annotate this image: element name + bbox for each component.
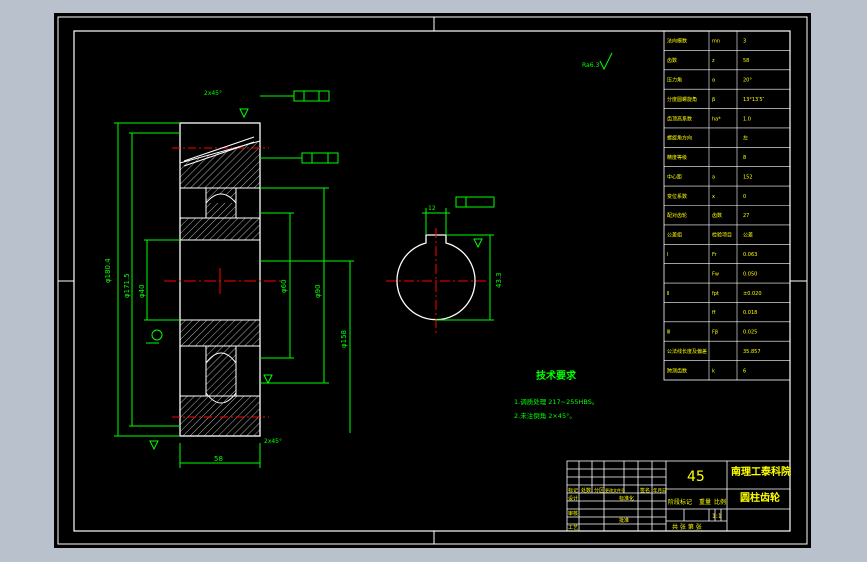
gear-table-label: 配对齿轮: [667, 212, 687, 219]
stage-label: 阶段标记: [668, 498, 692, 506]
gear-table-symbol: z: [712, 58, 715, 64]
rev-sign: 签名: [640, 487, 650, 494]
gear-table-symbol: a: [712, 174, 715, 180]
tech-req-item-1: 1.调质处理 217~255HBS。: [514, 397, 598, 406]
scale-label: 比例: [714, 498, 726, 506]
gear-table-value: 20°: [743, 77, 752, 83]
dim-web: φ90: [314, 284, 322, 298]
gear-section-view: [164, 122, 284, 437]
gear-table-value: 左: [743, 135, 748, 142]
gear-table-label: 精度等级: [667, 154, 687, 161]
default-roughness-symbol: [599, 52, 613, 71]
gear-table-symbol: α: [712, 77, 716, 83]
dim-d: φ171.5: [123, 273, 131, 298]
dim-bore: φ40: [138, 284, 146, 298]
dim-keyway-width: 12: [428, 205, 436, 212]
gear-table-label: 压力角: [667, 76, 682, 83]
dim-chamfer-top: 2x45°: [204, 90, 222, 97]
gear-table-value: 58: [743, 58, 749, 64]
row-design: 设计: [568, 495, 578, 502]
gear-table-value: 13°13′5″: [743, 97, 765, 103]
cad-drawing: φ180.4 φ171.5 φ40 φ60 φ90 φ158 58 2x45° …: [57, 16, 808, 545]
gear-table-value: 0.018: [743, 310, 757, 316]
row-review: 审核: [568, 510, 578, 517]
row-process: 工艺: [568, 525, 578, 531]
gear-table-symbol: Fw: [712, 271, 719, 277]
gear-table-label: 螺旋角方向: [667, 135, 692, 142]
school-name: 南理工泰科院: [731, 465, 791, 478]
dim-hub: φ60: [280, 279, 288, 293]
dim-df: φ158: [340, 330, 348, 348]
gear-table-label: 分度圆螺旋角: [667, 96, 697, 103]
default-roughness: Ra6.3: [582, 62, 599, 69]
gear-table-label: Ⅰ: [667, 252, 668, 258]
gear-table-symbol: 齿数: [712, 212, 722, 219]
sheet-count: 共 张 第 张: [672, 523, 702, 531]
dim-keyway-depth: 43.3: [495, 272, 503, 288]
gear-table-symbol: k: [712, 368, 715, 374]
gear-table-value: 0.025: [743, 330, 757, 336]
gear-parameter-table: 法向模数 mn 3 齿数 z 58 压力角 α 20° 分度圆螺旋角 β 13°13′5″ 齿顶高系数 h…: [663, 30, 791, 381]
gear-table-value: 152: [743, 174, 753, 180]
dim-chamfer-bottom: 2x45°: [264, 438, 282, 445]
gear-table-label: Ⅱ: [667, 291, 669, 297]
gear-table-label: 公法线长度及偏差: [667, 348, 707, 355]
gear-table-value: 35.857: [743, 349, 761, 355]
title-block: [566, 460, 791, 532]
gear-table-symbol: ha*: [712, 116, 721, 122]
gear-table-value: ±0.020: [743, 291, 762, 297]
gear-table-value: 1.0: [743, 116, 751, 122]
gear-table-label: 法向模数: [667, 38, 687, 45]
gear-table-value: 0.063: [743, 252, 757, 258]
standardization: 标准化: [619, 495, 634, 502]
approval: 批准: [619, 517, 629, 524]
gear-table-value: 0.050: [743, 271, 757, 277]
drawing-sheet: φ180.4 φ171.5 φ40 φ60 φ90 φ158 58 2x45° …: [54, 13, 811, 548]
gear-table-symbol: 检验项目: [712, 232, 732, 239]
gear-table-value: 3: [743, 39, 746, 45]
gear-table-value: 6: [743, 368, 746, 374]
gear-table-symbol: Fβ: [712, 330, 718, 336]
gear-table-value: 27: [743, 213, 749, 219]
rev-zone: 分区: [594, 487, 604, 494]
tech-req-title: 技术要求: [536, 369, 577, 382]
scale-value: 1:1: [712, 513, 722, 520]
gear-table-label: 齿顶高系数: [667, 115, 692, 122]
rev-date: 年月日: [653, 487, 667, 494]
gear-table-symbol: fpt: [712, 291, 719, 297]
gear-table-value: 8: [743, 155, 746, 161]
gear-table-symbol: x: [712, 194, 715, 200]
tech-req-item-2: 2.未注倒角 2×45°。: [514, 411, 576, 420]
gear-table-label: 公差组: [667, 232, 682, 239]
bore-end-view: [386, 196, 495, 333]
gear-table-label: 变位系数: [667, 193, 687, 200]
rev-mark: 标记: [568, 487, 578, 494]
part-name: 圆柱齿轮: [740, 491, 780, 504]
gear-table-symbol: Fr: [712, 252, 718, 258]
gear-table-label: 中心距: [667, 173, 682, 180]
material: 45: [687, 469, 705, 485]
rev-doc: 更改文件号: [605, 487, 625, 493]
gear-table-value: 0: [743, 194, 746, 200]
dim-da: φ180.4: [104, 258, 112, 283]
gear-table-symbol: β: [712, 97, 715, 103]
gear-table-value: 公差: [743, 232, 753, 239]
gear-table-symbol: mn: [712, 39, 720, 45]
dim-face-width: 58: [214, 455, 223, 463]
geometric-tolerance-frames: [149, 90, 339, 451]
gear-table-label: 跨测齿数: [667, 367, 687, 374]
gear-table-symbol: ff: [712, 310, 716, 316]
gear-table-label: Ⅲ: [667, 330, 670, 336]
rev-count: 处数: [581, 487, 591, 494]
weight-label: 重量: [699, 498, 711, 506]
section-dimensions: [114, 122, 354, 468]
gear-table-label: 齿数: [667, 57, 677, 64]
